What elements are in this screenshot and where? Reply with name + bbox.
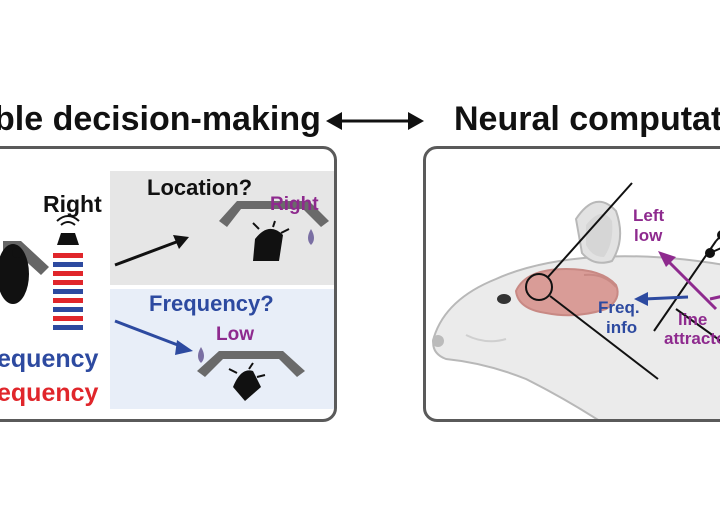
rat-head-illustration (432, 200, 720, 419)
legend-low-frequency: equency (0, 379, 99, 407)
freq-info-label-2: info (606, 318, 638, 337)
zoom-lines (525, 182, 659, 380)
location-arrow (114, 235, 189, 267)
state-space-diagram (634, 230, 720, 342)
line-attractor-label-1: line (678, 310, 708, 329)
neural-scene (432, 182, 720, 419)
frequency-question: Frequency? (149, 291, 274, 316)
behavior-panel: Right Location? Right Frequency? Low equ… (0, 146, 337, 422)
speaker-icon (56, 215, 80, 245)
ports-frequency-icon (197, 347, 305, 401)
freq-info-label-1: Freq. (598, 298, 640, 317)
line-attractor-label-2: attracto (664, 329, 720, 348)
brain-illustration (514, 267, 619, 317)
left-low-label-1: Left (633, 206, 665, 225)
speaker-label: Right (43, 191, 102, 217)
ports-location-icon (219, 201, 329, 261)
location-box (110, 171, 334, 285)
location-question: Location? (147, 175, 253, 200)
right-title: Neural computati (454, 100, 720, 138)
left-title: ble decision-making (0, 100, 321, 138)
location-answer: Right (270, 194, 319, 215)
behavior-scene (0, 171, 334, 409)
neural-panel: Left low Freq. info line attracto (423, 146, 720, 422)
left-low-label-2: low (634, 226, 663, 245)
mouse-left-icon (0, 241, 49, 304)
frequency-answer: Low (216, 324, 254, 345)
legend-high-frequency: equency (0, 345, 99, 373)
frequency-box (110, 289, 334, 409)
frequency-arrow (114, 319, 193, 355)
tone-stripes (53, 253, 83, 330)
